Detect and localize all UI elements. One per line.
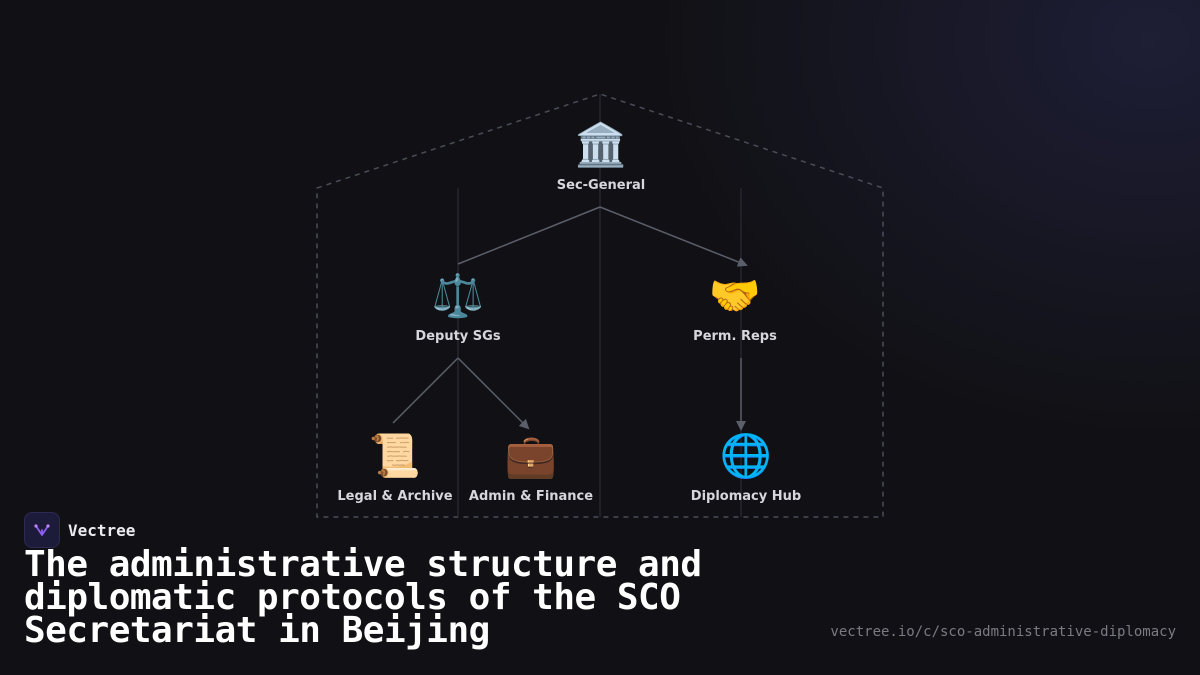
node-perm-reps: 🤝 Perm. Reps	[693, 271, 777, 344]
source-url[interactable]: vectree.io/c/sco-administrative-diplomac…	[830, 624, 1176, 640]
government-building-icon: 🏛️	[574, 120, 628, 169]
briefcase-icon: 💼	[504, 431, 558, 480]
diagram-frame	[316, 93, 884, 518]
node-label: Admin & Finance	[468, 489, 594, 504]
node-label: Deputy SGs	[415, 329, 501, 344]
edge-sec-general-perm-reps	[599, 206, 748, 267]
tree-logo-icon	[24, 512, 60, 548]
node-deputy-sgs: ⚖️ Deputy SGs	[415, 271, 500, 344]
edge-deputy-sgs-admin-finance	[457, 357, 530, 430]
node-label: Diplomacy Hub	[690, 489, 802, 504]
node-diplomacy-hub: 🌐 Diplomacy Hub	[691, 431, 801, 504]
brand-name: Vectree	[68, 520, 136, 540]
handshake-icon: 🤝	[708, 271, 762, 320]
node-label: Sec-General	[556, 178, 646, 193]
node-label: Perm. Reps	[693, 329, 777, 344]
scales-icon: ⚖️	[431, 271, 485, 320]
node-legal-archive: 📜 Legal & Archive	[337, 431, 452, 504]
node-admin-finance: 💼 Admin & Finance	[469, 431, 593, 504]
edge-sec-general-deputy-sgs	[457, 206, 601, 265]
node-label: Legal & Archive	[337, 489, 453, 504]
globe-icon: 🌐	[719, 431, 773, 480]
edge-deputy-sgs-legal-archive	[392, 357, 459, 424]
scroll-icon: 📜	[368, 431, 422, 480]
brand[interactable]: Vectree	[24, 512, 135, 548]
node-sec-general: 🏛️ Sec-General	[557, 120, 645, 193]
page-title: The administrative structure and diploma…	[24, 544, 702, 651]
